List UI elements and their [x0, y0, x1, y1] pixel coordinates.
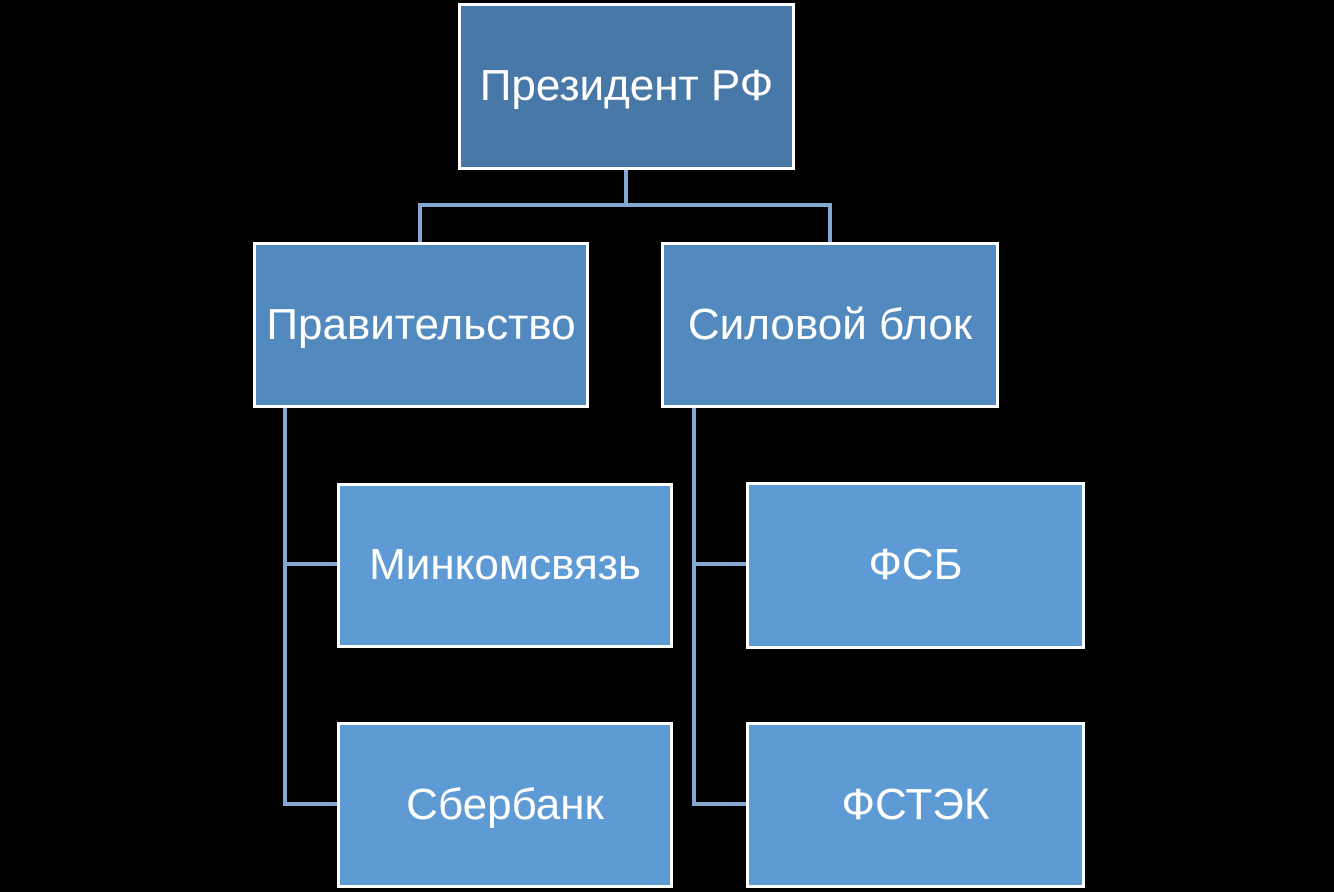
- node-president-rf: Президент РФ: [458, 3, 795, 170]
- node-minkomsvyaz: Минкомсвязь: [337, 483, 673, 648]
- node-security-bloc-label: Силовой блок: [687, 299, 973, 349]
- node-security-bloc: Силовой блок: [661, 242, 999, 408]
- connector-minkomsvyaz-stub: [283, 562, 339, 566]
- node-sberbank: Сбербанк: [337, 722, 673, 888]
- node-government: Правительство: [253, 242, 589, 408]
- connector-fstek-stub: [692, 802, 748, 806]
- connector-government-drop: [418, 203, 422, 243]
- connector-root-split-bar: [418, 203, 832, 207]
- node-fsb-label: ФСБ: [868, 540, 963, 590]
- node-minkomsvyaz-label: Минкомсвязь: [369, 540, 641, 590]
- connector-fsb-stub: [692, 562, 748, 566]
- node-government-label: Правительство: [266, 299, 576, 349]
- node-fstek-label: ФСТЭК: [841, 779, 990, 829]
- node-sberbank-label: Сбербанк: [406, 779, 604, 829]
- connector-root-drop: [624, 170, 628, 207]
- node-fsb: ФСБ: [746, 482, 1085, 649]
- node-fstek: ФСТЭК: [746, 722, 1085, 888]
- connector-sberbank-stub: [283, 802, 339, 806]
- node-president-rf-label: Президент РФ: [479, 61, 774, 111]
- connector-security-drop: [828, 203, 832, 243]
- connector-security-hang: [692, 408, 696, 806]
- connector-government-hang: [283, 408, 287, 806]
